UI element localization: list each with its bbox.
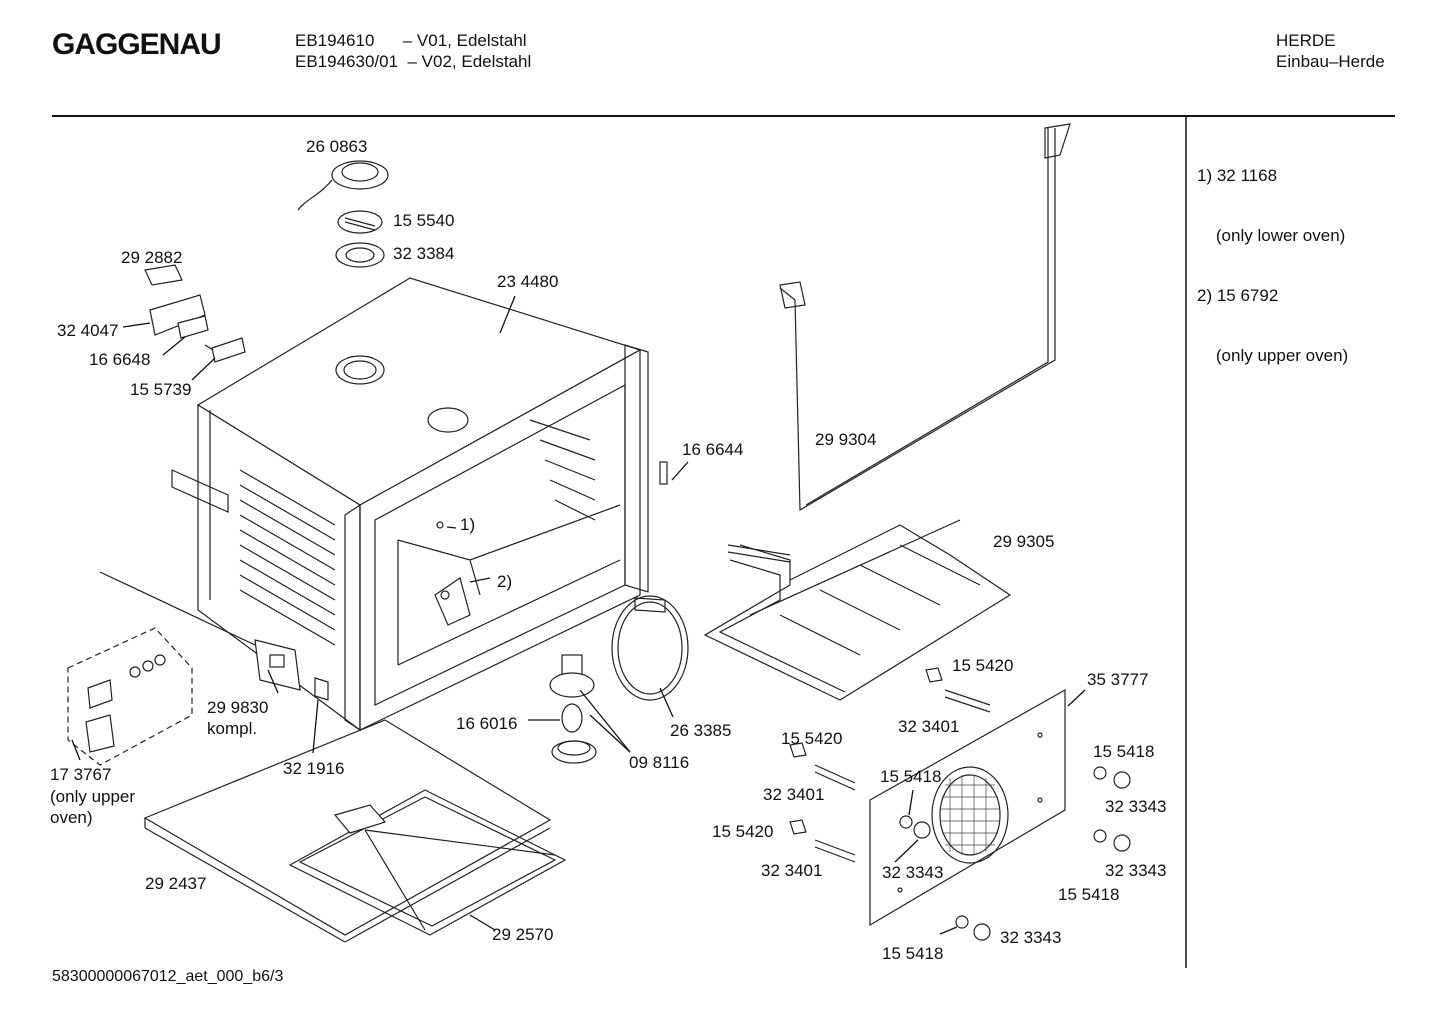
label-353777: 35 3777 xyxy=(1087,670,1148,689)
ring-element-drawing xyxy=(611,595,689,701)
label-166644: 16 6644 xyxy=(682,440,743,459)
label-kompl: kompl. xyxy=(207,719,257,738)
label-166648: 16 6648 xyxy=(89,350,150,369)
label-155418-b: 15 5418 xyxy=(880,767,941,786)
leader-lines xyxy=(71,295,1086,935)
document-code: 58300000067012_aet_000_b6/3 xyxy=(52,968,284,985)
label-323343-b: 32 3343 xyxy=(882,863,943,882)
label-only-upper-2: oven) xyxy=(50,808,93,827)
model-line-2: EB194630/01 – V02, Edelstahl xyxy=(295,52,532,71)
category-title: HERDE xyxy=(1276,31,1336,50)
hardware-parts xyxy=(659,461,1131,941)
footnote-line: 1) 32 1168 xyxy=(1197,166,1278,185)
label-260863: 26 0863 xyxy=(306,137,367,156)
footnote-line: (only lower oven) xyxy=(1197,226,1346,245)
label-098116: 09 8116 xyxy=(629,753,689,772)
lamp-parts-drawing xyxy=(549,654,597,764)
label-only-upper-1: (only upper xyxy=(50,787,135,806)
label-323401-b: 32 3401 xyxy=(763,785,824,804)
label-323343-c: 32 3343 xyxy=(1105,861,1166,880)
label-321916: 32 1916 xyxy=(283,759,344,778)
footnotes: 1) 32 1168 (only lower oven) 2) 15 6792 … xyxy=(1197,126,1348,386)
label-299304: 29 9304 xyxy=(815,430,876,449)
label-155418-c: 15 5418 xyxy=(1058,885,1119,904)
label-323343-a: 32 3343 xyxy=(1105,797,1166,816)
label-155540: 15 5540 xyxy=(393,211,454,230)
oven-cavity-drawing xyxy=(171,277,649,732)
label-263385: 26 3385 xyxy=(670,721,731,740)
label-323401-a: 32 3401 xyxy=(898,717,959,736)
part-labels: 26 0863 15 5540 32 3384 29 2882 23 4480 … xyxy=(50,137,1166,963)
label-ref-2: 2) xyxy=(497,572,512,591)
label-155420-c: 15 5420 xyxy=(712,822,773,841)
label-324047: 32 4047 xyxy=(57,321,118,340)
light-kit-group xyxy=(67,627,193,766)
label-155418-d: 15 5418 xyxy=(882,944,943,963)
label-155420-a: 15 5420 xyxy=(952,656,1013,675)
brand-logo: GAGGENAU xyxy=(52,28,222,61)
label-323384: 32 3384 xyxy=(393,244,454,263)
grill-element-drawing xyxy=(779,123,1071,512)
label-292437: 29 2437 xyxy=(145,874,206,893)
label-ref-1: 1) xyxy=(460,515,475,534)
heating-element-drawing xyxy=(703,519,1012,701)
label-299830: 29 9830 xyxy=(207,698,268,717)
bottom-tray-drawing xyxy=(143,719,567,943)
label-155739: 15 5739 xyxy=(130,380,191,399)
label-299305: 29 9305 xyxy=(993,532,1054,551)
label-173767: 17 3767 xyxy=(50,765,111,784)
label-155418-a: 15 5418 xyxy=(1093,742,1154,761)
footnote-line: 2) 15 6792 xyxy=(1197,286,1279,305)
label-292570: 29 2570 xyxy=(492,925,553,944)
footnote-line: (only upper oven) xyxy=(1197,346,1349,365)
label-292882: 29 2882 xyxy=(121,248,182,267)
switch-parts xyxy=(144,264,246,363)
back-panel-drawing xyxy=(869,688,1066,927)
label-323343-d: 32 3343 xyxy=(1000,928,1061,947)
label-166016: 16 6016 xyxy=(456,714,517,733)
label-155420-b: 15 5420 xyxy=(781,729,842,748)
subcategory-title: Einbau–Herde xyxy=(1276,52,1385,71)
label-323401-c: 32 3401 xyxy=(761,861,822,880)
top-vent-parts xyxy=(297,160,389,268)
label-234480: 23 4480 xyxy=(497,272,558,291)
model-line-1: EB194610 – V01, Edelstahl xyxy=(295,31,527,50)
door-lock-drawing xyxy=(99,571,329,701)
